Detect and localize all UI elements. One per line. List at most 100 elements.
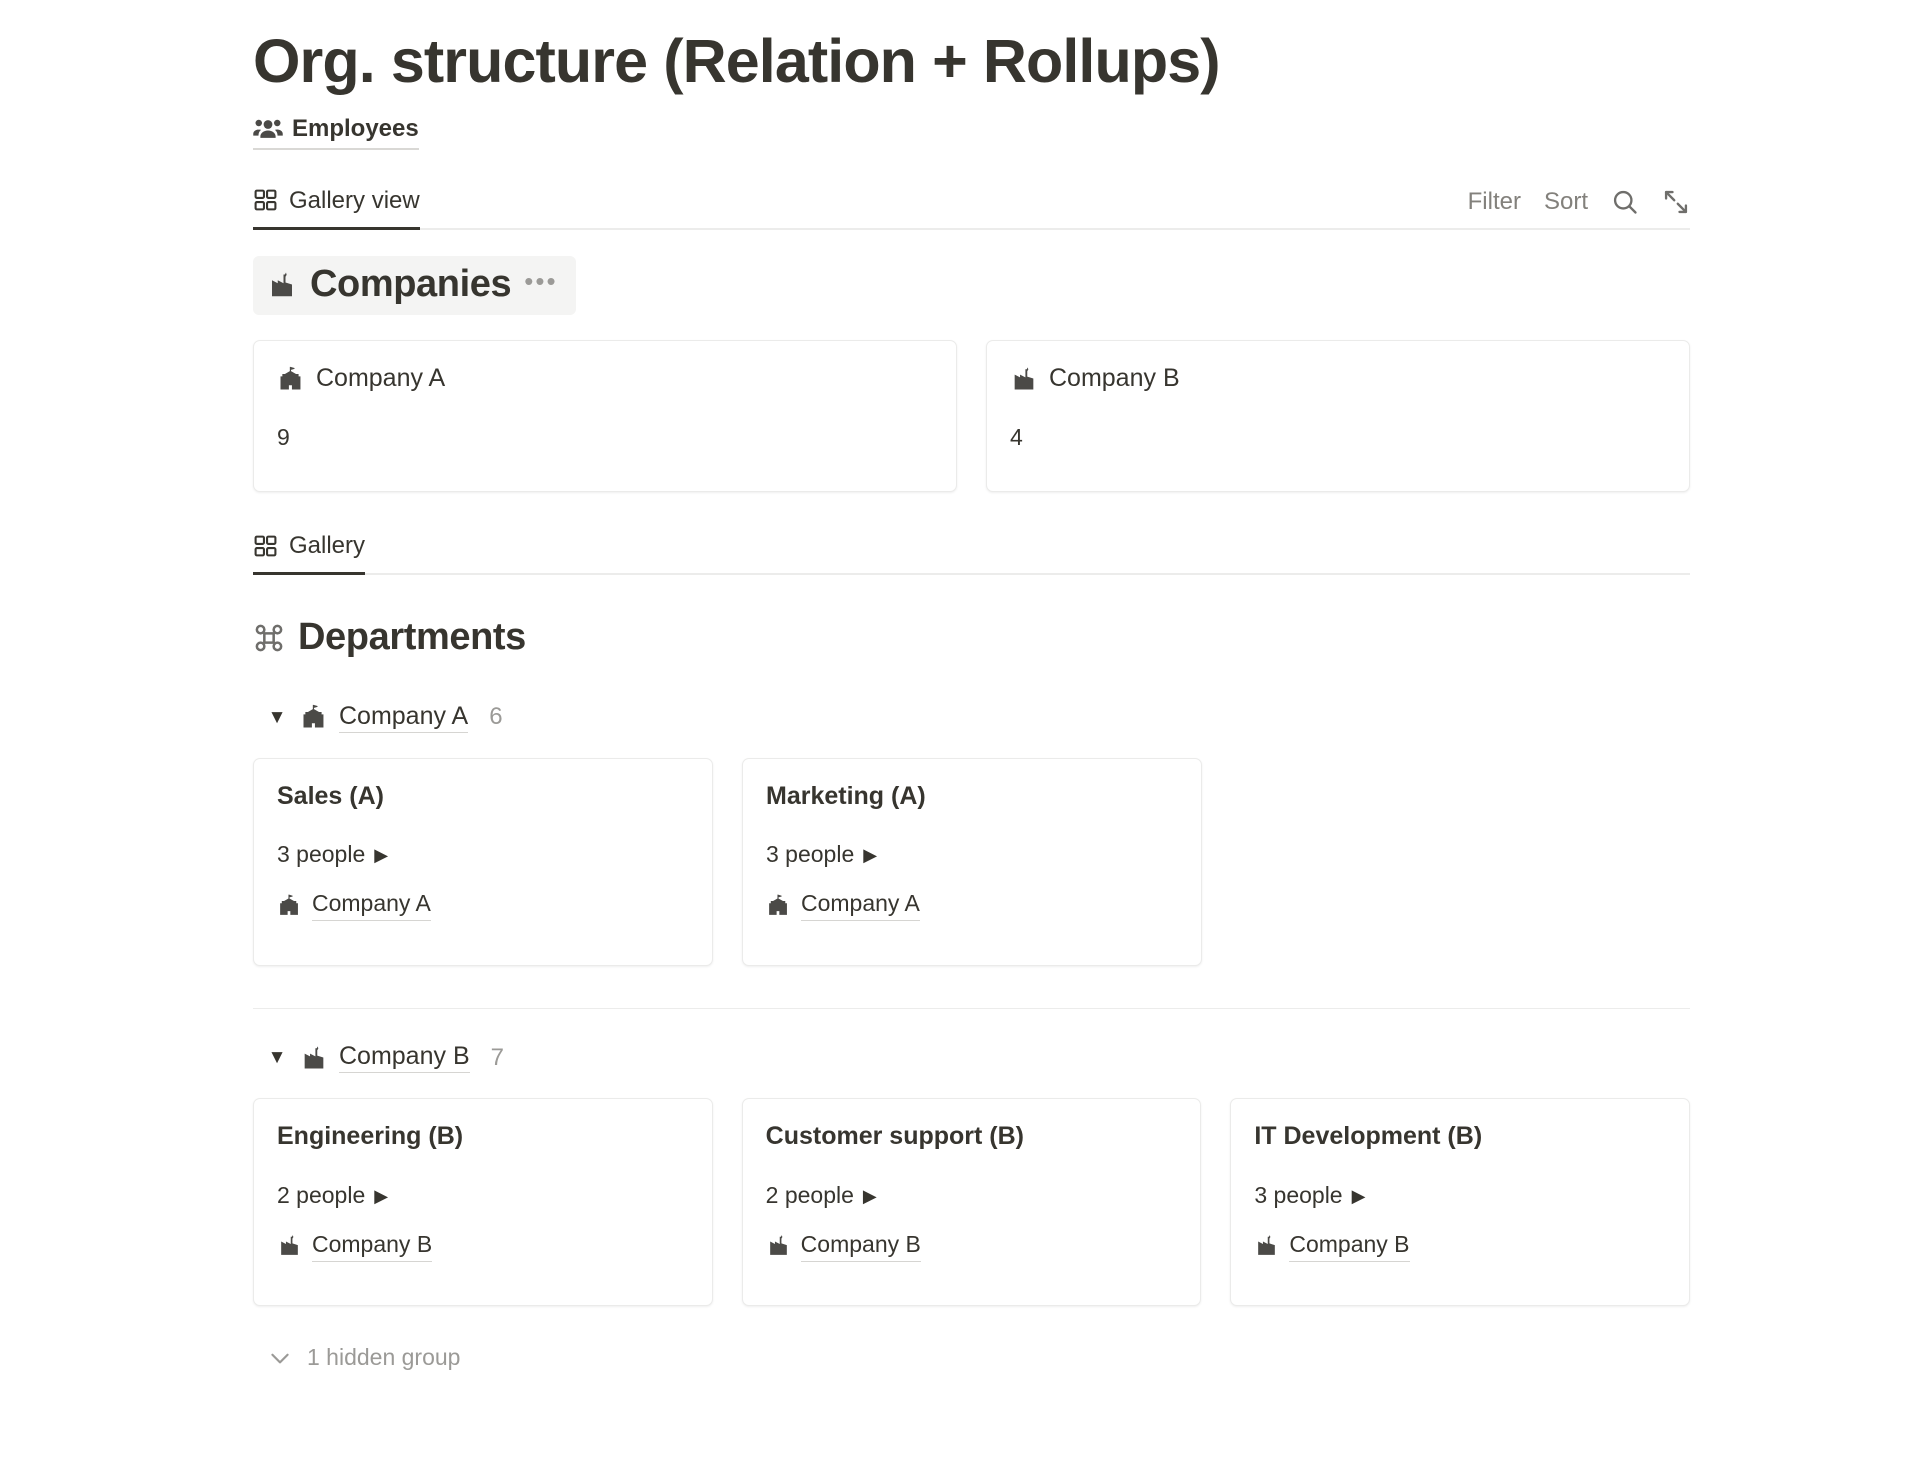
collapse-triangle-icon[interactable]: ▼ bbox=[267, 1047, 287, 1069]
search-icon[interactable] bbox=[1611, 188, 1639, 216]
card-title-row: Marketing (A) bbox=[766, 780, 1178, 813]
card-title-row: Engineering (B) bbox=[277, 1120, 689, 1153]
card-title-text: Sales (A) bbox=[277, 781, 384, 810]
group-count: 6 bbox=[489, 703, 503, 731]
rollup-expand-triangle-icon[interactable]: ▶ bbox=[863, 845, 878, 866]
source-database-link[interactable]: Employees bbox=[253, 115, 419, 150]
group-label: Company B bbox=[339, 1042, 470, 1074]
hidden-groups-label: 1 hidden group bbox=[307, 1344, 461, 1371]
group-header-company-b[interactable]: ▼ Company B 7 bbox=[267, 1042, 1690, 1074]
card-title-text: Engineering (B) bbox=[277, 1122, 464, 1151]
group-divider bbox=[253, 1007, 1690, 1010]
card-rollup-row: 3 people ▶ bbox=[277, 840, 689, 870]
factory-building-icon bbox=[300, 1044, 328, 1072]
card-title-text: Customer support (B) bbox=[765, 1122, 1024, 1151]
hidden-groups-toggle[interactable]: 1 hidden group bbox=[267, 1344, 460, 1371]
companies-card-grid: Company A 9 Company B 4 bbox=[253, 340, 1690, 493]
factory-building-icon bbox=[766, 1233, 791, 1258]
school-building-icon bbox=[766, 893, 791, 918]
people-group-icon bbox=[253, 115, 283, 145]
departments-card-grid-company-a: Sales (A) 3 people ▶ Company A Marketing… bbox=[253, 757, 1690, 966]
rollup-expand-triangle-icon[interactable]: ▶ bbox=[374, 1185, 389, 1206]
page-content: Org. structure (Relation + Rollups) Empl… bbox=[253, 26, 1691, 1376]
factory-building-icon bbox=[267, 270, 297, 300]
companies-section-header[interactable]: Companies ••• bbox=[253, 255, 576, 316]
collapse-triangle-icon[interactable]: ▼ bbox=[267, 706, 287, 728]
tab-gallery-view-label: Gallery view bbox=[289, 186, 420, 214]
tab-gallery-label: Gallery bbox=[289, 532, 366, 560]
card-rollup-value: 3 people bbox=[766, 841, 855, 868]
gallery-grid-icon bbox=[253, 534, 278, 559]
card-relation-text: Company B bbox=[1289, 1230, 1410, 1262]
rollup-expand-triangle-icon[interactable]: ▶ bbox=[862, 1185, 877, 1206]
card-relation-link[interactable]: Company B bbox=[277, 1230, 433, 1262]
group-count: 7 bbox=[490, 1043, 504, 1071]
sub-view-toolbar: Gallery bbox=[253, 525, 1690, 576]
department-card[interactable]: IT Development (B) 3 people ▶ Company B bbox=[1230, 1098, 1691, 1307]
card-rollup-row: 2 people ▶ bbox=[277, 1181, 689, 1211]
card-property-value: 9 bbox=[277, 423, 290, 450]
companies-section-title: Companies bbox=[310, 262, 512, 305]
rollup-expand-triangle-icon[interactable]: ▶ bbox=[374, 845, 389, 866]
department-card[interactable]: Marketing (A) 3 people ▶ Company A bbox=[742, 757, 1202, 966]
factory-building-icon bbox=[1010, 365, 1038, 393]
card-rollup-row: 3 people ▶ bbox=[1254, 1181, 1666, 1211]
tab-gallery[interactable]: Gallery bbox=[253, 532, 366, 576]
card-relation-text: Company B bbox=[800, 1230, 921, 1262]
factory-building-icon bbox=[277, 1233, 302, 1258]
department-card[interactable]: Engineering (B) 2 people ▶ Company B bbox=[253, 1098, 713, 1307]
card-relation-text: Company A bbox=[312, 889, 431, 922]
factory-building-icon bbox=[1254, 1233, 1279, 1258]
school-building-icon bbox=[277, 365, 305, 393]
card-relation-link[interactable]: Company A bbox=[277, 889, 431, 922]
departments-card-grid-company-b: Engineering (B) 2 people ▶ Company B Cus… bbox=[253, 1098, 1691, 1307]
card-relation-link[interactable]: Company B bbox=[1254, 1230, 1410, 1262]
card-rollup-row: 3 people ▶ bbox=[766, 840, 1178, 870]
card-title-text: Company B bbox=[1049, 364, 1180, 393]
chevron-down-icon bbox=[267, 1345, 293, 1371]
card-title-row: Sales (A) bbox=[277, 780, 689, 813]
card-relation-link[interactable]: Company A bbox=[766, 889, 920, 922]
card-rollup-value: 3 people bbox=[1254, 1181, 1343, 1208]
card-relation-text: Company A bbox=[801, 889, 920, 922]
source-database-label: Employees bbox=[292, 115, 419, 143]
school-building-icon bbox=[300, 703, 328, 731]
card-relation-text: Company B bbox=[312, 1230, 433, 1262]
company-card[interactable]: Company B 4 bbox=[986, 340, 1690, 493]
expand-diagonal-arrows-icon[interactable] bbox=[1662, 188, 1690, 216]
page-title: Org. structure (Relation + Rollups) bbox=[253, 27, 1221, 95]
departments-section-title: Departments bbox=[298, 616, 526, 659]
card-rollup-row: 2 people ▶ bbox=[766, 1181, 1178, 1211]
view-toolbar: Gallery view Filter Sort bbox=[253, 178, 1690, 230]
departments-section-header: Departments bbox=[253, 609, 544, 669]
card-title-text: Marketing (A) bbox=[766, 781, 926, 810]
group-label: Company A bbox=[339, 702, 469, 733]
tab-gallery-view[interactable]: Gallery view bbox=[253, 187, 420, 230]
filter-button[interactable]: Filter bbox=[1467, 187, 1521, 215]
card-title-row: Company A bbox=[277, 362, 933, 395]
group-relation-link[interactable]: Company A bbox=[300, 702, 469, 733]
view-tab-list: Gallery view bbox=[253, 178, 420, 230]
department-card[interactable]: Customer support (B) 2 people ▶ Company … bbox=[741, 1098, 1202, 1307]
group-header-company-a[interactable]: ▼ Company A 6 bbox=[267, 702, 1690, 733]
card-relation-link[interactable]: Company B bbox=[766, 1230, 921, 1262]
rollup-expand-triangle-icon[interactable]: ▶ bbox=[1351, 1185, 1366, 1206]
card-rollup-value: 3 people bbox=[277, 841, 366, 868]
school-building-icon bbox=[277, 893, 302, 918]
card-rollup-value: 2 people bbox=[765, 1181, 854, 1208]
command-symbol-icon bbox=[253, 622, 285, 654]
card-title-text: Company A bbox=[316, 364, 446, 393]
card-title-row: IT Development (B) bbox=[1254, 1120, 1666, 1153]
section-more-menu-button[interactable]: ••• bbox=[524, 265, 558, 296]
department-card[interactable]: Sales (A) 3 people ▶ Company A bbox=[253, 757, 713, 966]
source-database-row: Employees bbox=[253, 115, 1690, 150]
company-card[interactable]: Company A 9 bbox=[253, 340, 957, 493]
view-action-list: Filter Sort bbox=[1468, 188, 1690, 228]
sort-button[interactable]: Sort bbox=[1543, 187, 1588, 215]
gallery-grid-icon bbox=[253, 188, 278, 213]
card-title-row: Customer support (B) bbox=[766, 1120, 1178, 1153]
card-title-text: IT Development (B) bbox=[1254, 1122, 1483, 1151]
group-relation-link[interactable]: Company B bbox=[300, 1042, 470, 1074]
card-title-row: Company B bbox=[1010, 362, 1666, 395]
